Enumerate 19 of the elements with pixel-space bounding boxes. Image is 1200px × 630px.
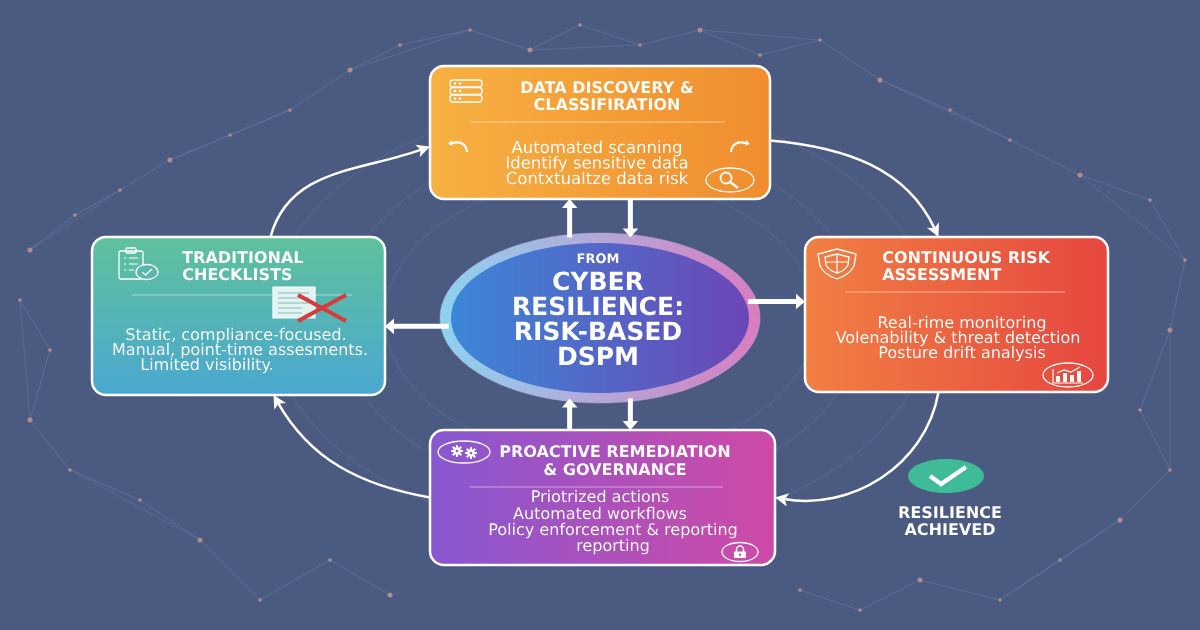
card-text: Identify sensitive data — [506, 155, 688, 172]
card-text: Real-rime monitoring — [879, 315, 1046, 332]
small-heading: FROM — [577, 253, 619, 264]
card-title: TRADITIONAL CHECKLISTS — [182, 251, 304, 281]
card-text: Manual, point-time assesments. — [113, 342, 367, 359]
card-text: Contxtualtze data risk — [506, 171, 689, 185]
center-heading: CYBER RESILIENCE: RISK-BASED DSPM — [514, 271, 682, 366]
card-text: Posture drift analysis — [879, 345, 1045, 362]
card-text: Policy enforcement & reporting reporting — [489, 522, 737, 555]
card-text: Priotrized actions — [532, 489, 669, 503]
card-text: Automated scanning — [511, 140, 682, 157]
card-title: DATA DISCOVERY & CLASSIFIRATION — [521, 81, 694, 111]
card-title: PROACTIVE REMEDIATION & GOVERNANCE — [500, 445, 730, 476]
card-text: Automated workflows — [513, 506, 687, 520]
card-text: Volenability & threat detection — [835, 330, 1080, 347]
card-title: CONTINUOUS RISK ASSESSMENT — [882, 251, 1051, 281]
status-label: RESILIENCE ACHIEVED — [899, 506, 1001, 536]
card-text: Limited visibility. — [141, 357, 273, 374]
card-text: Static, compliance-focused. — [126, 327, 345, 344]
